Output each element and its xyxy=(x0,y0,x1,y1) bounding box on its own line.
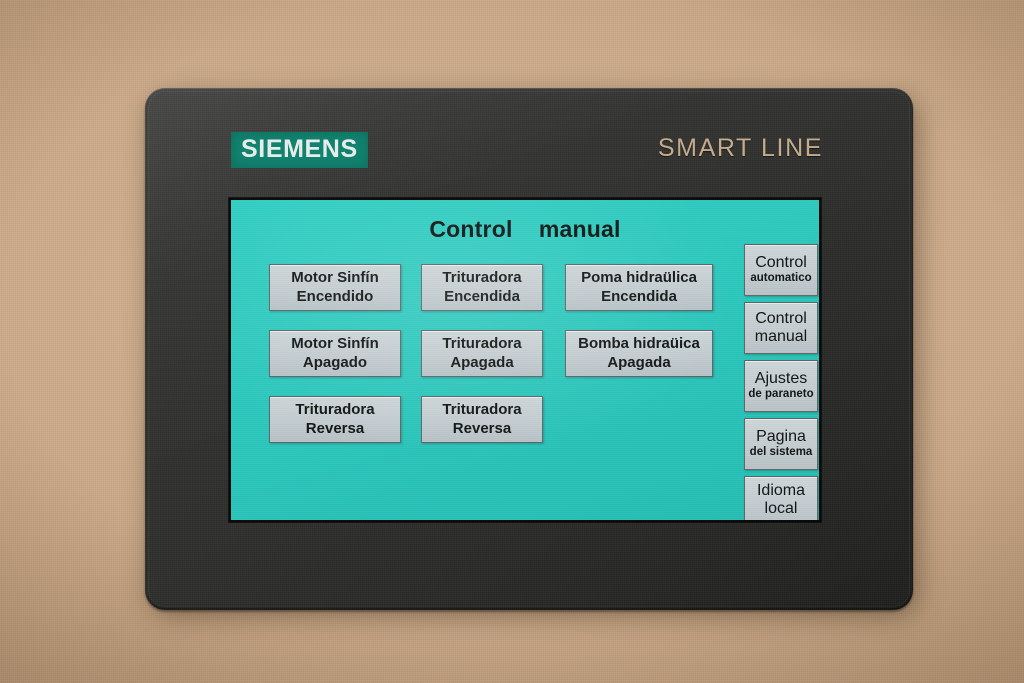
page-title: Control manual xyxy=(429,216,621,242)
nav-button-line2: local xyxy=(764,500,798,517)
control-button-line2: Apagada xyxy=(607,353,671,371)
nav-button-line2: del sistema xyxy=(749,446,813,459)
control-button-line1: Motor Sinfín xyxy=(291,335,379,353)
control-button-line2: Encendida xyxy=(601,287,677,305)
siemens-hmi-panel: SIEMENS SMART LINE Control manual Motor … xyxy=(145,88,913,610)
control-button-line1: Trituradora xyxy=(442,269,522,287)
control-button-line2: Reversa xyxy=(452,419,512,437)
control-button-line2: Apagado xyxy=(302,353,368,371)
control-button-line1: Motor Sinfín xyxy=(291,269,379,287)
siemens-logo: SIEMENS xyxy=(231,132,368,168)
control-button-line2: Apagada xyxy=(450,353,514,371)
nav-button-line2: automatico xyxy=(750,272,812,285)
control-button-line1: Bomba hidraüica xyxy=(578,335,700,353)
control-button-line2: Encendido xyxy=(296,287,374,305)
nav-button-line2: de paraneto xyxy=(748,388,814,401)
nav-button-line1: Pagina xyxy=(756,428,806,446)
nav-button-line1: Ajustes xyxy=(754,370,808,388)
control-button-line1: Poma hidraülica xyxy=(581,269,697,287)
control-button-line1: Trituradora xyxy=(295,401,375,419)
control-button-line2: Reversa xyxy=(305,419,365,437)
control-button-line1: Trituradora xyxy=(442,335,522,353)
product-line-label: SMART LINE xyxy=(657,134,823,162)
nav-button-line2: manual xyxy=(754,328,808,345)
nav-button-line1: Control xyxy=(755,310,807,328)
nav-button-line1: Idioma xyxy=(756,482,806,500)
control-button-line1: Trituradora xyxy=(442,401,522,419)
control-button-line2: Encendida xyxy=(444,287,520,305)
siemens-logo-text: SIEMENS xyxy=(241,135,358,163)
nav-button-line1: Control xyxy=(755,254,807,272)
